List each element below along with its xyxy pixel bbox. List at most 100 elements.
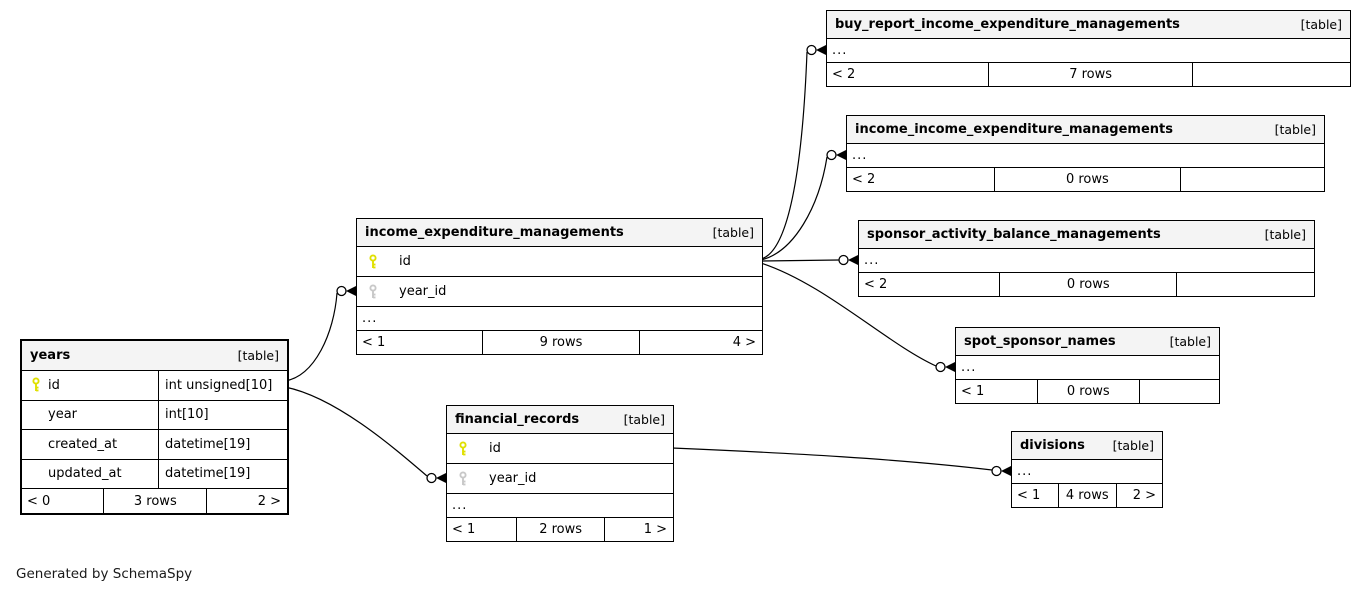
table-type-tag: [table] [1300,17,1342,32]
table-footer: < 0 3 rows 2 > [22,489,287,513]
primary-key-icon [30,377,42,393]
table-financial_records[interactable]: financial_records [table] id year_id... <… [446,405,674,542]
footer-parents-stat: < 1 [956,380,1038,403]
table-income_expenditure_managements[interactable]: income_expenditure_managements [table] i… [356,218,763,355]
footer-rows-count: 4 rows [1059,484,1117,507]
table-header: years [table] [22,341,287,371]
table-name[interactable]: spot_sponsor_names [964,334,1116,349]
primary-key-icon [369,253,377,268]
relationship-income_expenditure_managements.id-to-income_income_expenditure_managements [760,149,846,261]
column-type: int unsigned[10] [165,377,273,393]
foreign-key-icon [457,470,469,487]
fk-arrowhead-icon [346,286,356,296]
footer-children-stat: 4 > [732,335,756,350]
table-buy_report_income_expenditure_managements[interactable]: buy_report_income_expenditure_management… [826,10,1351,87]
table-divisions[interactable]: divisions [table] ... < 1 4 rows 2 > [1011,431,1163,508]
column-name: year_id [489,471,537,486]
fk-circle-icon [991,465,1002,477]
fk-circle-icon [935,361,946,373]
more-columns-ellipsis: ... [447,494,673,518]
table-footer: < 1 0 rows [956,380,1219,403]
table-spot_sponsor_names[interactable]: spot_sponsor_names [table] ... < 1 0 row… [955,327,1220,404]
table-name[interactable]: income_expenditure_managements [365,225,624,240]
fk-arrowhead-icon [816,45,826,55]
relationship-financial_records.id-to-divisions [671,447,1011,477]
column-name: id [399,254,411,269]
table-sponsor_activity_balance_managements[interactable]: sponsor_activity_balance_managements [ta… [858,220,1315,297]
column-name: id [48,377,60,393]
table-header: sponsor_activity_balance_managements [ta… [859,221,1314,249]
footer-parents-stat: < 1 [357,331,483,354]
primary-key-icon [457,440,469,457]
footer-rows-count: 0 rows [1000,273,1178,296]
footer-rows-count: 7 rows [989,63,1194,86]
table-name[interactable]: divisions [1020,438,1085,453]
table-income_income_expenditure_managements[interactable]: income_income_expenditure_managements [t… [846,115,1325,192]
table-footer: < 2 7 rows [827,63,1350,86]
more-columns-ellipsis: ... [827,39,1350,63]
more-columns-ellipsis: ... [357,307,762,331]
table-footer: < 2 0 rows [859,273,1314,296]
table-years[interactable]: years [table] id int unsigned[10] year int[… [20,339,289,515]
relationship-income_expenditure_managements.id-to-buy_report_income_expenditure_managements [760,44,826,260]
fk-circle-icon [426,472,437,484]
table-name[interactable]: buy_report_income_expenditure_management… [835,17,1180,32]
fk-circle-icon [806,44,817,56]
primary-key-icon [32,377,40,392]
column-type: int[10] [165,407,209,423]
table-type-tag: [table] [1169,334,1211,349]
table-name[interactable]: sponsor_activity_balance_managements [867,227,1161,242]
more-columns-ellipsis: ... [847,144,1324,168]
column-name: year_id [399,284,447,299]
table-name[interactable]: income_income_expenditure_managements [855,122,1173,137]
table-footer: < 1 4 rows 2 > [1012,484,1162,507]
fk-circle-icon [336,285,347,297]
column-row-year: year int[10] [22,400,287,430]
primary-key-icon [459,440,467,455]
footer-children-stat [1181,168,1324,191]
relationship-income_expenditure_managements.id-to-sponsor_activity_balance_managements [760,254,858,266]
table-header: income_income_expenditure_managements [t… [847,116,1324,144]
table-header: financial_records [table] [447,406,673,434]
footer-children-stat: 2 > [1132,488,1156,503]
column-name: id [489,441,501,456]
column-row-id: id [357,247,762,277]
table-name[interactable]: years [30,348,71,363]
footer-children-stat: 2 > [257,493,281,509]
column-name: updated_at [48,466,122,482]
table-name[interactable]: financial_records [455,412,580,427]
fk-arrowhead-icon [1001,466,1011,476]
column-row-id: id [447,434,673,464]
fk-arrowhead-icon [836,150,846,160]
footer-children-stat [1193,63,1350,86]
foreign-key-icon [459,470,467,485]
primary-key-icon [367,253,379,270]
column-type: datetime[19] [165,466,251,482]
table-header: spot_sponsor_names [table] [956,328,1219,356]
foreign-key-icon [367,283,379,300]
table-type-tag: [table] [1274,122,1316,137]
footer-children-stat: 1 > [643,522,667,537]
table-footer: < 1 2 rows 1 > [447,518,673,541]
table-type-tag: [table] [237,348,279,363]
column-name: created_at [48,436,118,452]
more-columns-ellipsis: ... [859,249,1314,273]
footer-children-stat [1140,380,1219,403]
generator-caption: Generated by SchemaSpy [16,566,193,582]
fk-arrowhead-icon [848,255,858,265]
footer-children-stat [1177,273,1314,296]
table-header: divisions [table] [1012,432,1162,460]
more-columns-ellipsis: ... [1012,460,1162,484]
table-type-tag: [table] [712,225,754,240]
relationship-years.id-to-financial_records.year_id [284,386,446,484]
foreign-key-icon [369,283,377,298]
footer-rows-count: 0 rows [995,168,1181,191]
footer-rows-count: 3 rows [104,489,208,513]
column-row-year_id: year_id [447,464,673,494]
relationship-years.id-to-income_expenditure_managements.year_id [284,285,356,382]
column-name: year [48,407,78,423]
footer-rows-count: 9 rows [483,331,641,354]
column-row-year_id: year_id [357,277,762,307]
